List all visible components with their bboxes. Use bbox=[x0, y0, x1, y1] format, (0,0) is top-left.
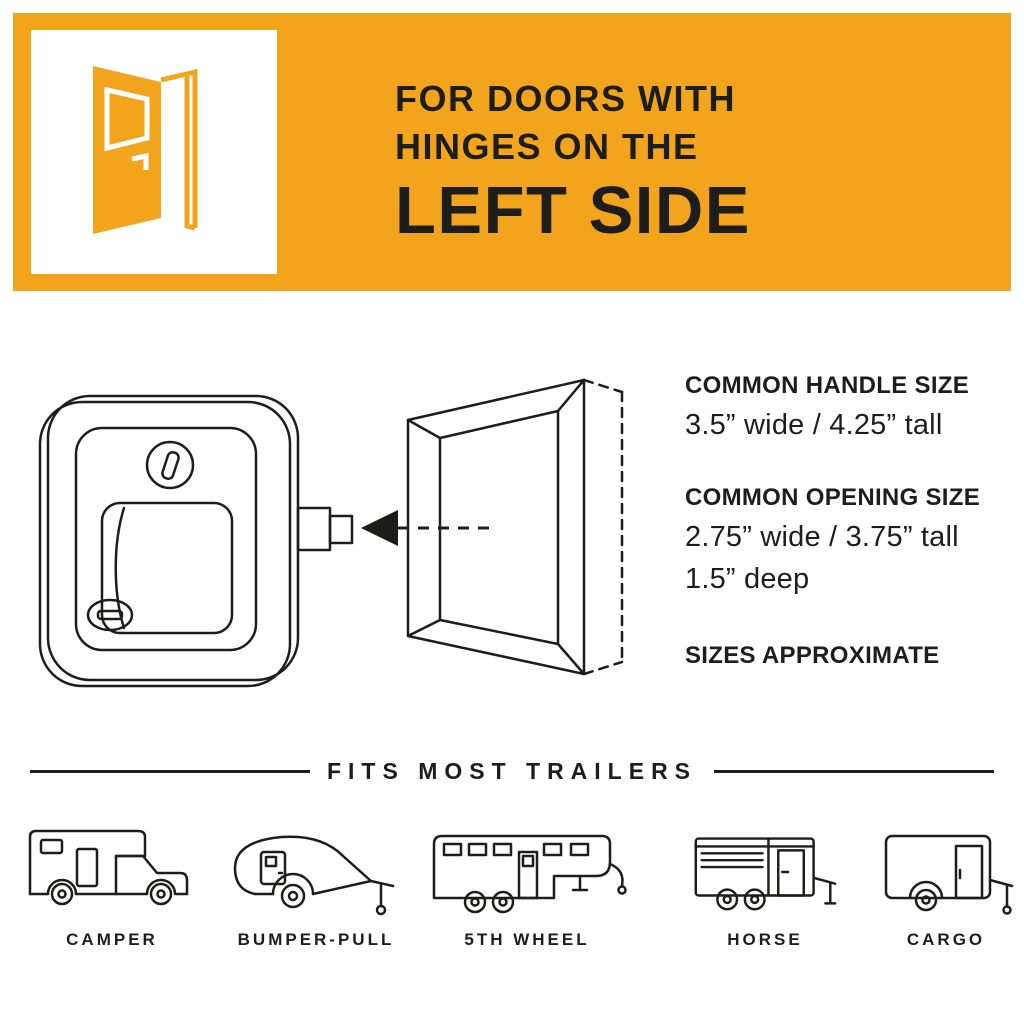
trailers-title: FITS MOST TRAILERS bbox=[326, 758, 698, 784]
trailer-item-horse: HORSE bbox=[684, 820, 846, 950]
trailer-item-cargo: CARGO bbox=[876, 820, 1016, 950]
arrow-left-icon bbox=[361, 510, 498, 546]
banner: FOR DOORS WITH HINGES ON THE LEFT SIDE bbox=[13, 13, 1011, 291]
sizes-note: SIZES APPROXIMATE bbox=[685, 642, 940, 669]
lock-and-opening-diagram bbox=[38, 378, 624, 688]
banner-line-1: FOR DOORS WITH bbox=[395, 78, 736, 119]
trailer-item-camper: CAMPER bbox=[16, 820, 208, 950]
trailer-label-camper: CAMPER bbox=[66, 930, 158, 949]
door-opening-cutout-drawing bbox=[406, 378, 624, 676]
trailer-label-bumper-pull: BUMPER-PULL bbox=[237, 930, 395, 949]
truck-camper-icon bbox=[28, 829, 189, 906]
cargo-trailer-icon bbox=[884, 834, 1014, 915]
handle-size-title: COMMON HANDLE SIZE bbox=[685, 372, 970, 399]
specs: COMMON HANDLE SIZE 3.5” wide / 4.25” tal… bbox=[685, 372, 1017, 670]
trailer-item-5th-wheel: 5TH WHEEL bbox=[418, 820, 636, 950]
door-icon-box bbox=[31, 30, 277, 274]
trailer-label-5th-wheel: 5TH WHEEL bbox=[464, 930, 590, 949]
divider-left bbox=[30, 770, 310, 773]
teardrop-trailer-icon bbox=[233, 835, 395, 916]
handle-size-value: 3.5” wide / 4.25” tall bbox=[685, 409, 943, 441]
trailer-label-horse: HORSE bbox=[727, 930, 803, 949]
opening-depth-value: 1.5” deep bbox=[685, 563, 810, 595]
trailer-label-cargo: CARGO bbox=[906, 930, 986, 949]
divider-right bbox=[714, 770, 994, 773]
open-door-left-icon bbox=[93, 65, 198, 234]
opening-size-title: COMMON OPENING SIZE bbox=[685, 484, 981, 511]
banner-text: FOR DOORS WITH HINGES ON THE LEFT SIDE bbox=[395, 75, 751, 247]
latch-bolt bbox=[296, 506, 354, 552]
banner-line-3: LEFT SIDE bbox=[395, 173, 751, 248]
rv-door-lock-drawing bbox=[38, 394, 354, 688]
banner-line-2: HINGES ON THE bbox=[395, 126, 699, 167]
horse-trailer-icon bbox=[694, 837, 837, 911]
fifth-wheel-trailer-icon bbox=[432, 834, 627, 914]
opening-size-value: 2.75” wide / 3.75” tall bbox=[685, 521, 959, 553]
trailer-item-bumper-pull: BUMPER-PULL bbox=[220, 820, 412, 950]
